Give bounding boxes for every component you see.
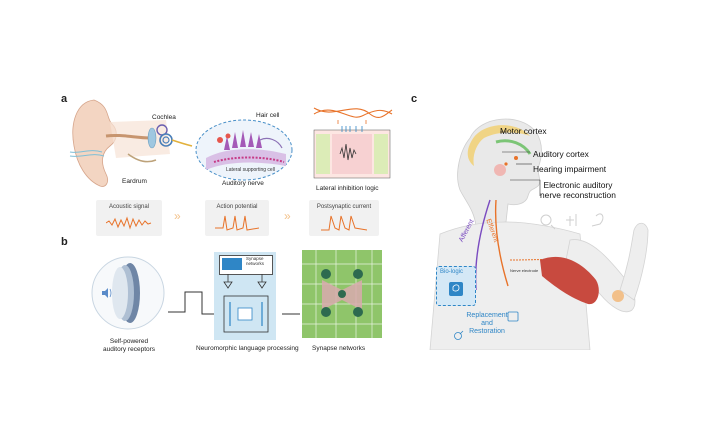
motor-cortex-label: Motor cortex	[500, 126, 547, 136]
bio-logic-box: Bio-logic	[436, 266, 476, 306]
self-powered-receptor	[91, 256, 165, 330]
neuromorphic-panel: Synapse networks	[214, 252, 276, 340]
lateral-inhibition-label: Lateral inhibition logic	[316, 185, 379, 192]
nerve-electrode-label: Nerve electrode	[510, 268, 539, 273]
ear-illustration	[69, 99, 193, 187]
signal-box-acoustic: Acoustic signal	[96, 200, 162, 236]
brain-chip-icon	[449, 282, 463, 296]
panel-a-letter: a	[61, 93, 68, 105]
bio-logic-label: Bio-logic	[440, 269, 464, 275]
panel-b-connectors	[168, 291, 300, 315]
human-body-illustration	[429, 118, 649, 350]
arrow-action-to-postsynaptic: »	[284, 209, 291, 223]
panel-c-letter: c	[411, 93, 418, 105]
signal-title-acoustic: Acoustic signal	[108, 204, 150, 210]
panel-c-leader-lines	[500, 131, 541, 196]
panel-b-letter: b	[61, 236, 68, 248]
synapse-chip-label: Synapse networks	[246, 256, 265, 266]
auditory-cortex-label: Auditory cortex	[533, 149, 589, 159]
hearing-impairment-label: Hearing impairment	[533, 164, 607, 174]
auditory-nerve-label: Auditory nerve	[222, 180, 264, 187]
arrow-acoustic-to-action: »	[174, 209, 181, 223]
replacement-icons	[454, 311, 519, 340]
neuromorphic-label: Neuromorphic language processing	[196, 345, 299, 352]
hair-cell-illustration	[195, 119, 293, 181]
self-powered-label: Self-powered auditory receptors	[103, 338, 156, 353]
lateral-inhibition-diagram	[313, 107, 393, 179]
cochlea-label: Cochlea	[152, 114, 176, 121]
eardrum-label: Eardrum	[122, 178, 147, 185]
action-potential-wave	[215, 215, 259, 231]
neuromorphic-circuit	[222, 258, 269, 333]
hair-cell-label: Hair cell	[256, 112, 280, 119]
signal-box-action: Action potential	[205, 200, 269, 236]
signal-title-postsynaptic: Postsynaptic current	[316, 204, 372, 210]
synapse-circuit	[302, 250, 382, 338]
postsynaptic-wave	[321, 215, 367, 231]
lateral-supporting-cell-label: Lateral supporting cell	[226, 167, 275, 173]
electronic-auditory-label: Electronic auditory nerve reconstruction	[540, 180, 616, 200]
synapse-network-board	[302, 250, 382, 338]
acoustic-wave	[106, 216, 152, 230]
signal-box-postsynaptic: Postsynaptic current	[309, 200, 379, 236]
replacement-restoration-label: Replacement and Restoration	[466, 312, 508, 335]
synapse-networks-label: Synapse networks	[312, 345, 366, 352]
signal-title-action: Action potential	[216, 204, 258, 210]
